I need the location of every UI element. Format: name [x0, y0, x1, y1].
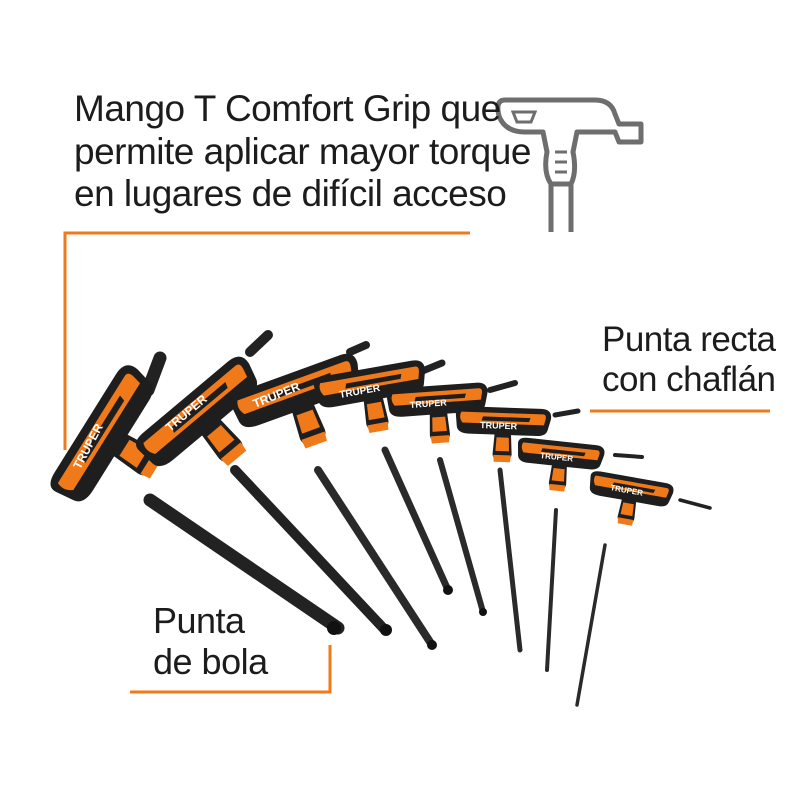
- wrench-handle-8: [583, 469, 675, 532]
- brand-label-5: TRUPER: [409, 397, 447, 410]
- callout-ball-text: Punta de bola: [153, 600, 268, 683]
- callout-ball-line-2: de bola: [153, 641, 268, 683]
- callout-tip-line-1: Punta recta: [602, 320, 776, 359]
- brand-label-6: TRUPER: [480, 420, 518, 431]
- callout-tip-line-2: con chaflán: [602, 360, 776, 400]
- callout-tip-text: Punta recta con chaflán: [602, 320, 776, 401]
- callout-grip-text: Mango T Comfort Grip que permite aplicar…: [74, 88, 531, 216]
- wrench-shafts: [141, 330, 712, 707]
- callout-ball-line-1: Punta: [153, 600, 245, 641]
- brand-label-7: TRUPER: [540, 451, 574, 463]
- callout-grip-line-3: en lugares de difícil acceso: [74, 173, 507, 215]
- callout-grip-line-2: permite aplicar mayor torque: [74, 130, 531, 172]
- callout-grip-line-1: Mango T Comfort Grip que: [74, 88, 501, 129]
- t-handle-outline-icon: [495, 97, 644, 232]
- callout-leader-grip: [63, 231, 470, 450]
- callout-leader-ball: [130, 645, 332, 694]
- hex-key-set: TRUPER TRUPER TRUPER TRUPER TRUPER TRUPE…: [46, 330, 712, 707]
